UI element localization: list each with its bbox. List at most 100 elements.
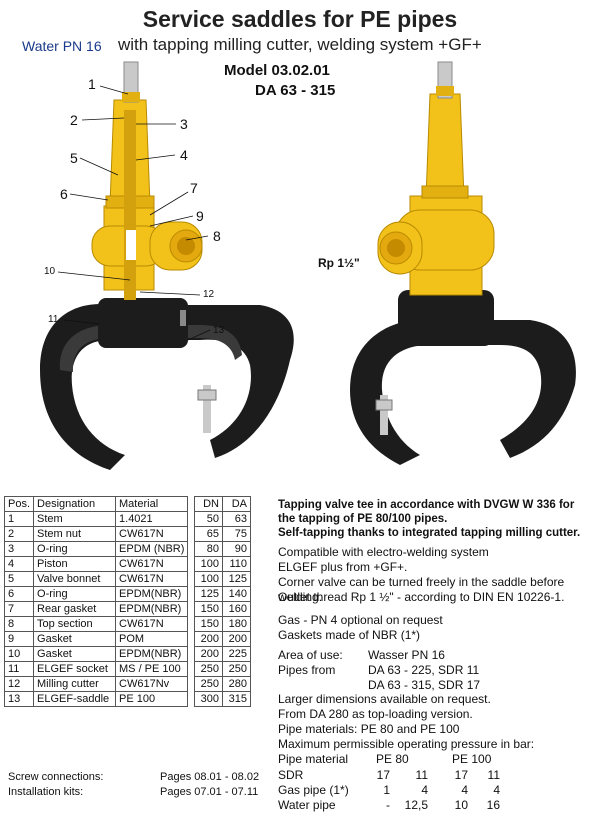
pipes-value-2: DA 63 - 315, SDR 17	[368, 678, 481, 692]
external-view	[350, 61, 576, 465]
pressure-header-pe80: PE 80	[376, 752, 409, 766]
outlet-thread-label: Rp 1½"	[318, 256, 360, 270]
pos-cell: 11	[3, 661, 35, 677]
col-header-pos: Pos.	[3, 496, 35, 512]
pressure-row-label: Gas pipe (1*)	[278, 783, 349, 797]
callout-8: 8	[213, 228, 221, 244]
pressure-value-cell: -	[386, 798, 390, 812]
designation-cell: Gasket	[33, 646, 117, 662]
callout-4: 4	[180, 147, 188, 163]
dn-cell: 250	[194, 661, 223, 677]
material-cell: POM	[115, 631, 189, 647]
da-cell: 90	[222, 541, 251, 557]
screw-connections-pages: Pages 08.01 - 08.02	[160, 771, 260, 783]
pressure-row-label: SDR	[278, 768, 304, 782]
designation-cell: ELGEF socket	[33, 661, 117, 677]
dn-cell: 150	[194, 616, 223, 632]
more-line-2: From DA 280 as top-loading version.	[278, 707, 473, 721]
callout-9: 9	[196, 208, 204, 224]
desc-line-4: Outlet thread Rp 1 ½" - according to DIN…	[278, 590, 565, 604]
material-cell: CW617N	[115, 556, 189, 572]
callout-2: 2	[70, 112, 78, 128]
model-number: Model 03.02.01	[224, 62, 330, 79]
pressure-value-cell: 4	[421, 783, 428, 797]
da-cell: 315	[222, 691, 251, 707]
da-cell: 200	[222, 631, 251, 647]
material-cell: EPDM(NBR)	[115, 646, 189, 662]
da-cell: 110	[222, 556, 251, 572]
pressure-header-pe100: PE 100	[452, 752, 492, 766]
da-cell: 140	[222, 586, 251, 602]
pos-cell: 8	[3, 616, 35, 632]
dn-cell: 100	[194, 556, 223, 572]
dn-cell: 65	[194, 526, 223, 542]
callout-5: 5	[70, 150, 78, 166]
desc-line-3: Corner valve can be turned freely in the…	[278, 575, 565, 604]
designation-cell: Milling cutter	[33, 676, 117, 692]
dn-table-header: DN DA	[194, 496, 251, 512]
material-cell: CW617Nv	[115, 676, 189, 692]
designation-cell: O-ring	[33, 541, 117, 557]
pipes-value-1: DA 63 - 225, SDR 11	[368, 663, 480, 677]
callout-7: 7	[190, 180, 198, 196]
col-header-dn: DN	[194, 496, 223, 512]
designation-cell: Top section	[33, 616, 117, 632]
pressure-header-label: Pipe material	[278, 752, 349, 766]
material-cell: 1.4021	[115, 511, 189, 527]
area-label: Area of use:	[278, 648, 343, 662]
pipes-label: Pipes from	[278, 663, 336, 677]
page-subtitle: with tapping milling cutter, welding sys…	[118, 35, 482, 54]
dn-cell: 200	[194, 631, 223, 647]
designation-cell: O-ring	[33, 586, 117, 602]
designation-cell: Stem nut	[33, 526, 117, 542]
more-line-4: Maximum permissible operating pressure i…	[278, 737, 535, 751]
da-cell: 75	[222, 526, 251, 542]
parts-table-header: Pos. Designation Material	[3, 496, 189, 512]
da-cell: 63	[222, 511, 251, 527]
pressure-value-cell: 1	[383, 783, 390, 797]
material-cell: EPDM (NBR)	[115, 541, 189, 557]
pos-cell: 1	[3, 511, 35, 527]
da-cell: 180	[222, 616, 251, 632]
more-line-3: Pipe materials: PE 80 and PE 100	[278, 722, 460, 736]
pressure-value-cell: 17	[454, 768, 468, 782]
dn-cell: 300	[194, 691, 223, 707]
cutaway-view	[40, 61, 294, 470]
pressure-row-label: Water pipe	[278, 798, 336, 812]
da-cell: 160	[222, 601, 251, 617]
pos-cell: 3	[3, 541, 35, 557]
desc-bold-3: Self-tapping thanks to integrated tappin…	[278, 527, 581, 539]
pressure-value-cell: 12,5	[404, 798, 428, 812]
pressure-value-cell: 4	[461, 783, 468, 797]
pressure-value-cell: 4	[493, 783, 500, 797]
dn-cell: 250	[194, 676, 223, 692]
col-header-designation: Designation	[33, 496, 117, 512]
col-header-da: DA	[222, 496, 251, 512]
designation-cell: Gasket	[33, 631, 117, 647]
pos-cell: 13	[3, 691, 35, 707]
designation-cell: Rear gasket	[33, 601, 117, 617]
product-illustration	[40, 61, 576, 470]
material-cell: EPDM(NBR)	[115, 586, 189, 602]
callout-3: 3	[180, 116, 188, 132]
pos-cell: 5	[3, 571, 35, 587]
desc-bold-2: the tapping of PE 80/100 pipes.	[278, 513, 448, 525]
pos-cell: 9	[3, 631, 35, 647]
da-cell: 225	[222, 646, 251, 662]
